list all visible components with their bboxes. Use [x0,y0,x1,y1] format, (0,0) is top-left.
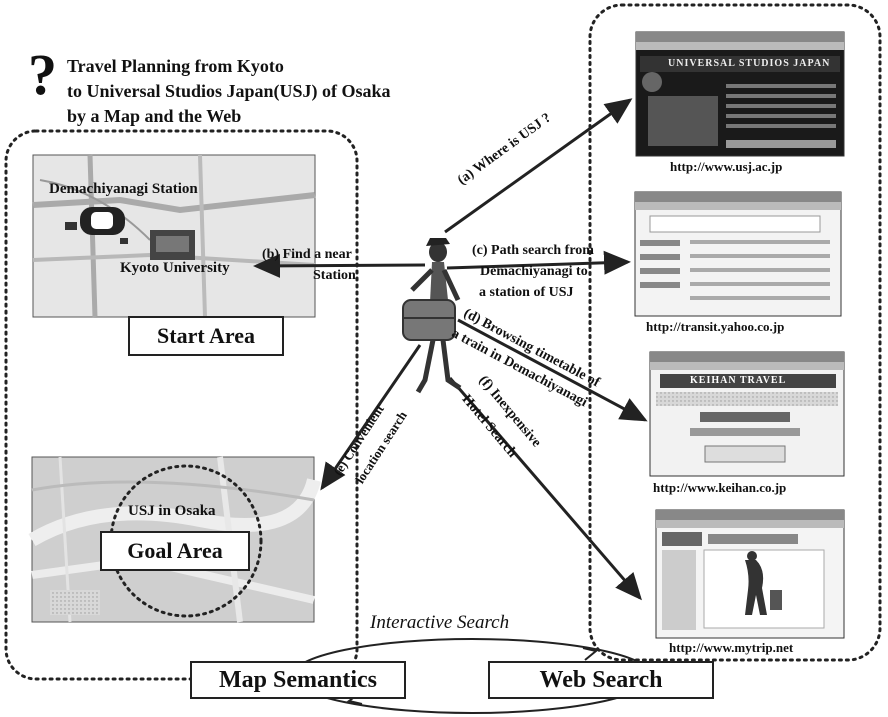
question-mark-icon: ? [28,42,57,107]
web-region-border [588,3,882,662]
title-line-2: to Universal Studios Japan(USJ) of Osaka [67,81,391,101]
url-mytrip[interactable]: http://www.mytrip.net [669,640,794,655]
label-b-line1: (b) Find a near [262,247,352,262]
url-transit-yahoo[interactable]: http://transit.yahoo.co.jp [646,319,785,334]
label-b-line2: Station [313,268,356,283]
label-c-line1: (c) Path search from [472,243,594,258]
web-search-box: Web Search [488,661,714,699]
usj-site-screenshot [635,31,845,157]
title-line-3: by a Map and the Web [67,106,242,126]
goal-area-label: Goal Area [100,531,250,571]
title-line-1: Travel Planning from Kyoto [67,56,284,76]
label-c-line2: Demachiyanagi to [480,264,588,279]
map-region-border [4,129,359,681]
label-usj-in-osaka: USJ in Osaka [128,503,216,519]
arrow-f [448,377,642,601]
transit-site-screenshot [634,191,842,317]
traveler-figure [402,238,462,394]
interactive-search-label: Interactive Search [370,612,510,633]
label-kyoto-university: Kyoto University [120,260,230,276]
arrow-d [457,318,648,422]
url-usj[interactable]: http://www.usj.ac.jp [670,159,783,174]
arrow-c [446,250,631,275]
keihan-site-screenshot [649,351,845,477]
label-demachiyanagi-station: Demachiyanagi Station [49,181,198,197]
start-area-map [32,154,316,318]
arrow-e [320,344,422,491]
label-c-line3: a station of USJ [479,285,574,300]
usj-banner-text: UNIVERSAL STUDIOS JAPAN [668,58,831,69]
arrow-a [444,98,633,234]
usj-circle [109,464,263,618]
url-keihan[interactable]: http://www.keihan.co.jp [653,480,787,495]
arrow-b [253,253,426,278]
start-area-label: Start Area [128,316,284,356]
map-semantics-box: Map Semantics [190,661,406,699]
keihan-banner-text: KEIHAN TRAVEL [690,375,787,386]
mytrip-site-screenshot [655,509,845,639]
